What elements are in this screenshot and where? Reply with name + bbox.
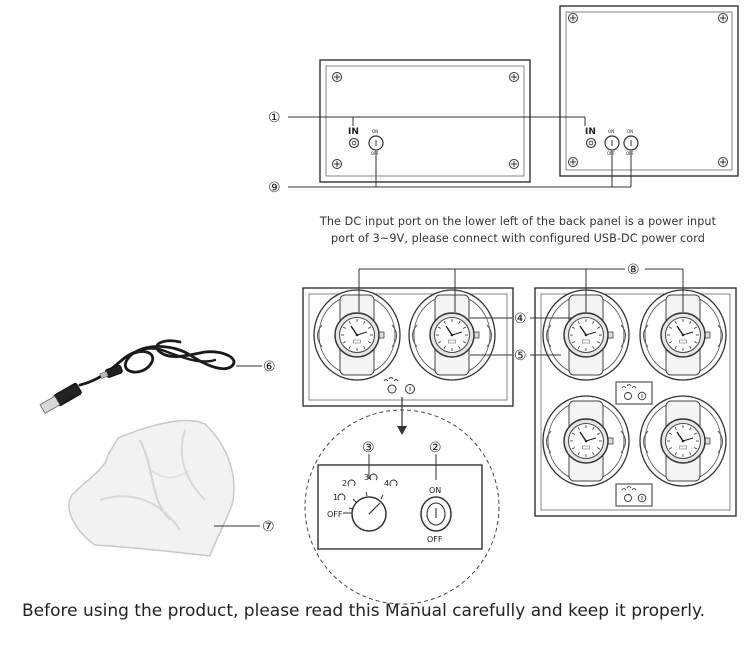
dial-2-label: 2 (342, 479, 347, 488)
callout-3: ③ (362, 440, 375, 456)
zoom-switch-off-label: OFF (427, 535, 443, 544)
mode-dial-icon (351, 496, 387, 532)
switch-on-label-left: ON (372, 129, 378, 134)
switch-on-label-right-1: ON (608, 129, 614, 134)
callout-9-leader (288, 151, 632, 188)
zoom-arrow (397, 397, 407, 435)
back-panel-quad (559, 5, 739, 177)
switch-on-label-right-2: ON (627, 129, 633, 134)
callout-2: ② (429, 440, 442, 456)
callout-8-leader (358, 268, 684, 312)
manual-footer-note: Before using the product, please read th… (22, 601, 706, 621)
port-label-right: IN (585, 127, 596, 137)
usb-cable-icon (39, 339, 236, 414)
callout-1-leader (288, 116, 586, 126)
control-panel-zoom (304, 409, 500, 605)
callout-6: ⑥ (263, 359, 276, 375)
switch-off-label-left: OFF (371, 151, 379, 156)
back-panel-double (319, 59, 531, 183)
dial-3-label: 3 (364, 473, 369, 482)
callout-5: ⑤ (514, 348, 527, 364)
dial-off-label: OFF (327, 510, 343, 519)
callout-9: ⑨ (268, 180, 281, 196)
winder-quad-front (534, 287, 737, 517)
callout-4: ④ (514, 311, 527, 327)
cleaning-cloth-icon (68, 419, 235, 557)
callout-7: ⑦ (262, 519, 275, 535)
dial-4-label: 4 (384, 479, 389, 488)
power-note-line-2: port of 3~9V, please connect with config… (331, 232, 705, 245)
power-note-line-1: The DC input port on the lower left of t… (319, 215, 717, 228)
port-label-left: IN (348, 127, 359, 137)
dial-1-label: 1 (333, 493, 338, 502)
callout-8: ⑧ (627, 262, 640, 278)
zoom-switch-on-label: ON (429, 486, 441, 495)
callout-1: ① (268, 110, 281, 126)
switch-off-label-right-1: OFF (607, 151, 615, 156)
switch-off-label-right-2: OFF (626, 151, 634, 156)
power-switch-icon (420, 496, 452, 532)
winder-double-front (302, 287, 514, 407)
